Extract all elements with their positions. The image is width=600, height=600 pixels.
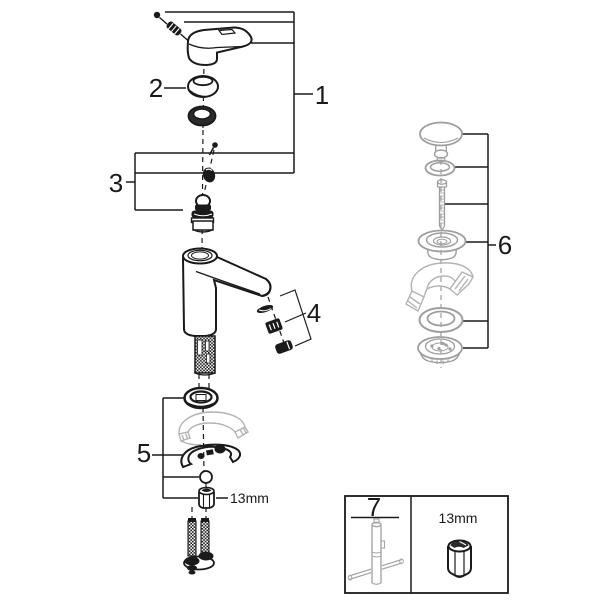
- socket-wrench-icon: [347, 518, 404, 585]
- callout-1: 1: [314, 80, 330, 110]
- part-oring-top: [183, 386, 219, 410]
- part-drain-stopper: [419, 121, 463, 163]
- part-cartridge: [190, 194, 215, 233]
- part-mounting-plate-gray: [178, 411, 249, 446]
- part-ball-joint: [199, 470, 213, 484]
- nut-size-label: 13mm: [230, 490, 269, 506]
- part-drain-wedge: [405, 262, 474, 313]
- part-threaded-shank: [194, 335, 216, 376]
- part-hex-nut: [198, 486, 215, 509]
- part-retaining-ring: [187, 105, 217, 127]
- part-mounting-clamp: [180, 443, 242, 469]
- part-faucet-body: [181, 247, 272, 337]
- part-aerator-set: [256, 304, 293, 354]
- part-handle-screw: [153, 11, 189, 42]
- part-drain-rod: [436, 179, 448, 232]
- part-drain-flange: [417, 229, 467, 261]
- legend-socket-size-label: 13mm: [438, 510, 478, 526]
- part-drain-oring: [424, 159, 456, 177]
- legend-tool-number: 7: [366, 492, 382, 522]
- callout-bracket-4: [279, 289, 312, 347]
- callout-5: 5: [136, 438, 152, 468]
- part-drain-gasket: [418, 307, 464, 333]
- part-cartridge-screw: [202, 142, 218, 183]
- hex-socket-icon: [447, 539, 472, 578]
- callout-bracket-3: [126, 153, 183, 211]
- part-lever-handle: [186, 26, 253, 67]
- part-cap-ring: [187, 75, 219, 98]
- part-mounting-studs: [183, 518, 215, 575]
- callout-3: 3: [108, 168, 124, 198]
- callout-2: 2: [148, 73, 164, 103]
- callout-6: 6: [497, 230, 513, 260]
- callout-4: 4: [306, 298, 322, 328]
- part-drain-strainer: [417, 336, 463, 364]
- callout-bracket-5: [152, 397, 199, 499]
- callout-bracket-6: [445, 133, 496, 349]
